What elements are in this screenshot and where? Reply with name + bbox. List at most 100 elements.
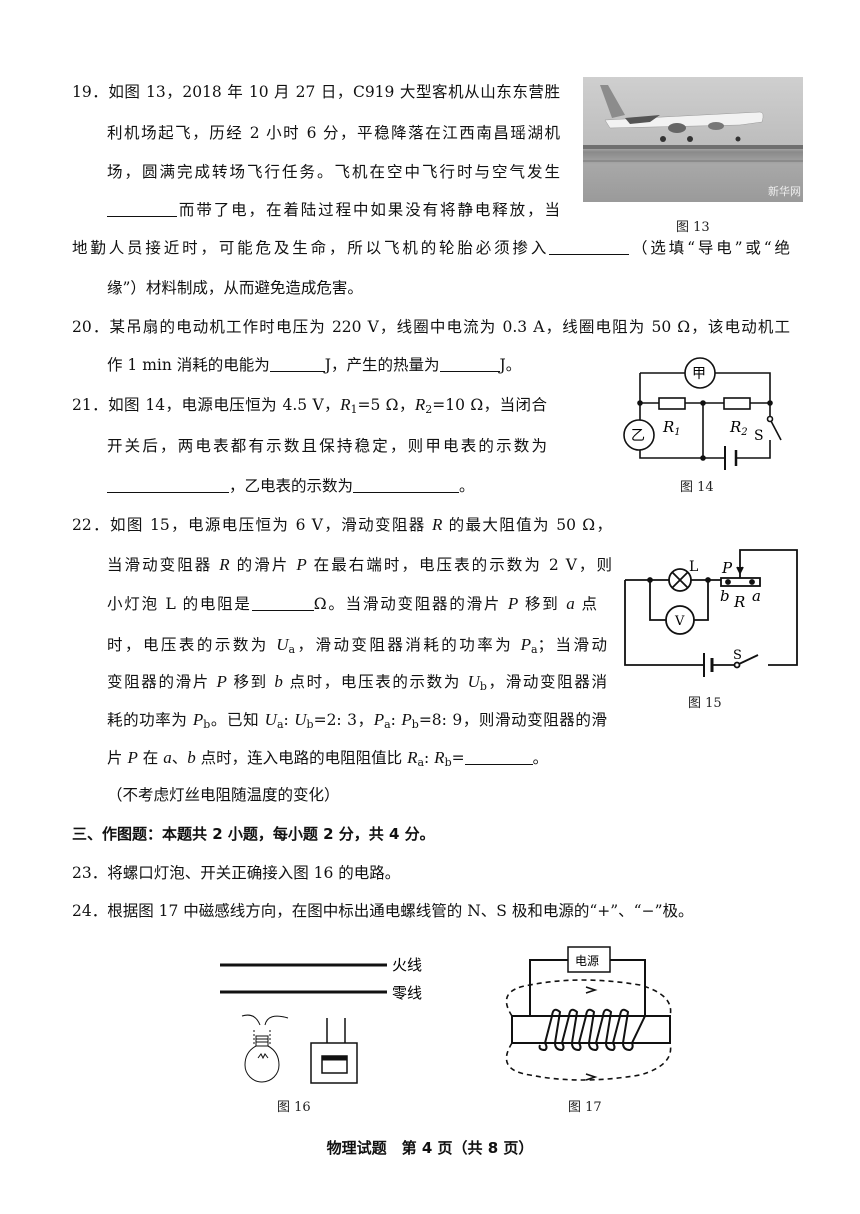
- text-segment: 场，圆满完成转场飞行任务。飞机在空中飞行时与空气发生: [107, 163, 560, 181]
- text-segment: 点时，电压表的示数为: [282, 673, 468, 691]
- math-subscript: b: [306, 718, 314, 731]
- question-line: 变阻器的滑片 P 移到 b 点时，电压表的示数为 Ub，滑动变阻器消: [107, 672, 607, 697]
- text-segment: 。: [459, 477, 475, 495]
- circuit-figure-15: [624, 549, 798, 677]
- text-segment: 点: [574, 595, 597, 613]
- text-segment: =10 Ω，当闭合: [432, 396, 547, 414]
- text-segment: 点时，连入电路的电阻阻值比: [195, 749, 408, 767]
- question-line: 地勤人员接近时，可能危及生命，所以飞机的轮胎必须掺入（选填“导电”或“绝: [72, 238, 790, 258]
- switch-box-icon: [310, 1018, 358, 1084]
- lamp-label: L: [689, 559, 698, 575]
- household-circuit-figure-16: [220, 963, 387, 1084]
- text-segment: =8: 9，则滑动变阻器的滑: [418, 711, 607, 729]
- math-subscript: 1: [350, 403, 358, 416]
- math-variable: P: [216, 672, 227, 691]
- text-segment: 三、作图题：本题共 2 小题，每小题 2 分，共 4 分。: [72, 825, 435, 843]
- math-variable: P: [507, 594, 519, 613]
- math-variable: P: [373, 710, 385, 729]
- question-line: 23．将螺口灯泡、开关正确接入图 16 的电路。: [72, 863, 400, 883]
- math-variable: a: [163, 748, 172, 767]
- text-segment: ，滑动变阻器消耗的功率为: [295, 636, 521, 654]
- power-source-label: 电源: [575, 954, 599, 968]
- figure-14-caption: 图 14: [680, 480, 714, 495]
- answer-blank[interactable]: [464, 748, 533, 765]
- text-segment: 作 1 min 消耗的电能为: [107, 356, 270, 374]
- text-segment: 23．将螺口灯泡、开关正确接入图 16 的电路。: [72, 864, 401, 882]
- answer-blank[interactable]: [549, 238, 630, 255]
- text-segment: 变阻器的滑片: [107, 673, 217, 691]
- text-segment: 21．如图 14，电源电压恒为 4.5 V，: [72, 396, 341, 414]
- text-segment: 片: [107, 749, 128, 767]
- text-segment: 利机场起飞，历经 2 小时 6 分，平稳降落在江西南昌瑶湖机: [107, 124, 560, 142]
- text-segment: :: [424, 749, 435, 767]
- text-segment: 而带了电，在着陆过程中如果没有将静电释放，当: [177, 201, 560, 219]
- question-line: 利机场起飞，历经 2 小时 6 分，平稳降落在江西南昌瑶湖机: [107, 123, 560, 143]
- math-subscript: 2: [425, 403, 433, 416]
- math-variable: b: [187, 748, 196, 767]
- question-line: 耗的功率为 Pb。已知 Ua: Ub=2: 3，Pa: Pb=8: 9，则滑动变…: [107, 710, 607, 735]
- text-segment: 当滑动变阻器: [107, 556, 220, 574]
- math-variable: P: [520, 635, 531, 654]
- math-variable: R: [414, 395, 426, 414]
- r2-label: R2: [729, 418, 748, 438]
- text-segment: 缘”）材料制成，从而避免造成危害。: [107, 279, 363, 297]
- text-segment: 耗的功率为: [107, 711, 193, 729]
- figure-15-caption: 图 15: [688, 696, 722, 711]
- math-variable: R: [431, 515, 443, 534]
- text-segment: 小灯泡 L 的电阻是: [107, 595, 252, 613]
- end-b-label: b: [720, 587, 730, 605]
- neutral-wire-label: 零线: [392, 984, 422, 1002]
- answer-blank[interactable]: [107, 476, 229, 493]
- question-line: 开关后，两电表都有示数且保持稳定，则甲电表的示数为: [107, 436, 547, 456]
- text-segment: 时，电压表的示数为: [107, 636, 277, 654]
- math-subscript: a: [417, 756, 425, 769]
- question-line: 19．如图 13，2018 年 10 月 27 日，C919 大型客机从山东东营…: [72, 82, 560, 102]
- question-line: 20．某吊扇的电动机工作时电压为 220 V，线圈中电流为 0.3 A，线圈电阻…: [72, 317, 790, 337]
- text-segment: 、: [171, 749, 188, 767]
- answer-blank[interactable]: [439, 355, 500, 372]
- question-line: 21．如图 14，电源电压恒为 4.5 V，R1=5 Ω，R2=10 Ω，当闭合: [72, 395, 547, 420]
- text-segment: =2: 3，: [313, 711, 374, 729]
- math-variable: U: [276, 635, 289, 654]
- figure-16-caption: 图 16: [277, 1100, 311, 1115]
- math-subscript: a: [288, 643, 296, 656]
- figure-13-caption: 图 13: [676, 220, 710, 235]
- math-subscript: b: [479, 680, 487, 693]
- text-segment: 在: [137, 749, 164, 767]
- page-footer: 物理试题 第 4 页（共 8 页）: [326, 1139, 534, 1157]
- answer-blank[interactable]: [251, 594, 314, 611]
- text-segment: J。: [499, 356, 522, 374]
- text-segment: 20．某吊扇的电动机工作时电压为 220 V，线圈中电流为 0.3 A，线圈电阻…: [72, 318, 790, 336]
- voltmeter-label: V: [674, 614, 685, 629]
- text-segment: 地勤人员接近时，可能危及生命，所以飞机的轮胎必须掺入: [72, 239, 550, 257]
- section-heading: 三、作图题：本题共 2 小题，每小题 2 分，共 4 分。: [72, 824, 435, 844]
- answer-blank[interactable]: [107, 200, 177, 217]
- text-segment: 在最右端时，电压表的示数为 2 V，则: [306, 556, 612, 574]
- text-segment: ；当滑动: [537, 636, 607, 654]
- math-subscript: b: [411, 718, 419, 731]
- text-segment: =5 Ω，: [357, 396, 415, 414]
- text-segment: 移到: [518, 595, 567, 613]
- screw-bulb-icon: [241, 1014, 289, 1083]
- r1-label: R1: [662, 418, 681, 438]
- math-variable: P: [401, 710, 412, 729]
- answer-blank[interactable]: [353, 476, 460, 493]
- question-line: ，乙电表的示数为。: [107, 476, 475, 496]
- question-line: 当滑动变阻器 R 的滑片 P 在最右端时，电压表的示数为 2 V，则: [107, 555, 612, 575]
- math-variable: U: [264, 710, 277, 729]
- text-segment: 。已知: [210, 711, 265, 729]
- question-line: 作 1 min 消耗的电能为 J，产生的热量为 J。: [107, 355, 521, 375]
- text-segment: :: [390, 711, 402, 729]
- end-a-label: a: [752, 587, 761, 605]
- text-segment: J，产生的热量为: [324, 356, 440, 374]
- math-subscript: a: [531, 643, 538, 656]
- text-segment: 的滑片: [229, 556, 297, 574]
- answer-blank[interactable]: [269, 355, 325, 372]
- math-subscript: a: [384, 718, 391, 731]
- text-segment: 。: [532, 749, 549, 767]
- text-segment: 开关后，两电表都有示数且保持稳定，则甲电表的示数为: [107, 437, 547, 455]
- question-line: 22．如图 15，电源电压恒为 6 V，滑动变阻器 R 的最大阻值为 50 Ω，: [72, 515, 612, 535]
- math-variable: R: [407, 748, 418, 767]
- question-line: 24．根据图 17 中磁感线方向，在图中标出通电螺线管的 N、S 极和电源的“+…: [72, 901, 694, 921]
